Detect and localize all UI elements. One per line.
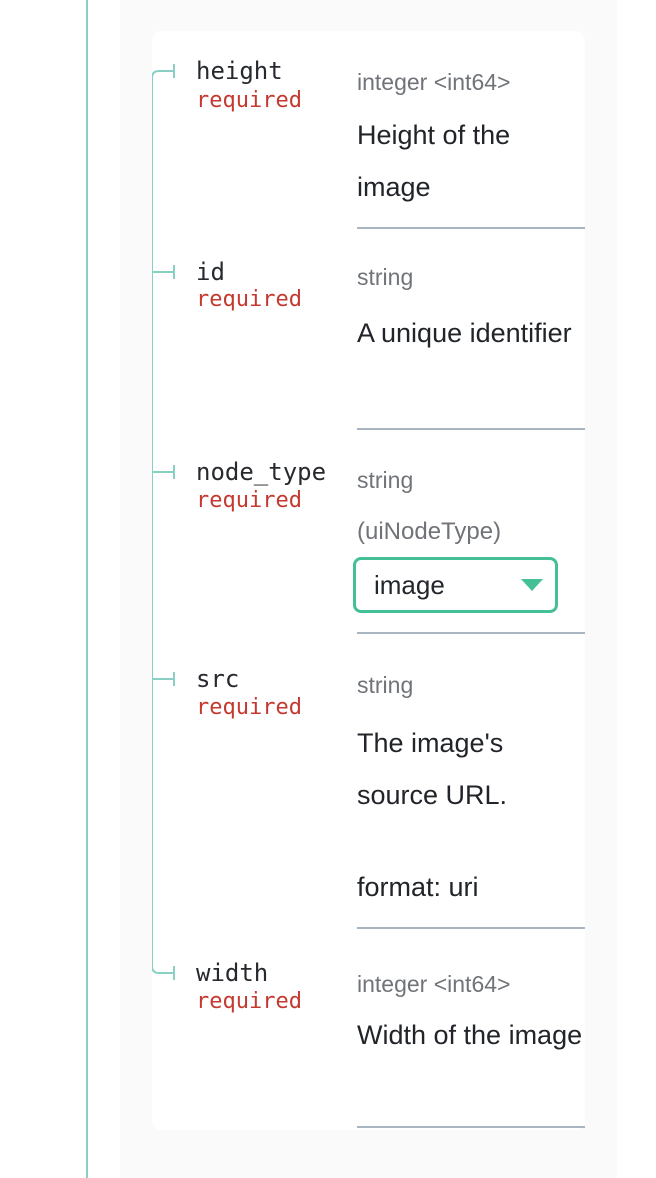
- field-description: Height of the image: [357, 120, 511, 202]
- field-name: src: [196, 665, 240, 693]
- field-name: node_type: [196, 458, 327, 486]
- field-name: width: [196, 959, 269, 987]
- enum-selected-value: image: [374, 570, 445, 600]
- field-type: string: [357, 672, 414, 698]
- field-name: height: [196, 57, 283, 85]
- enum-value-dropdown[interactable]: image: [353, 557, 558, 613]
- field-description: Width of the image: [357, 1020, 583, 1050]
- field-divider: [357, 428, 585, 430]
- field-type: integer <int64>: [357, 971, 511, 997]
- enum-type-label: (uiNodeType): [357, 518, 502, 545]
- field-type: string: [357, 467, 414, 493]
- field-type: string: [357, 264, 414, 290]
- field-description: The image's source URL.: [357, 728, 508, 810]
- field-divider: [357, 632, 585, 634]
- field-description: A unique identifier: [357, 318, 572, 348]
- field-name: id: [196, 258, 225, 286]
- field-type: integer <int64>: [357, 69, 511, 95]
- field-divider: [357, 1126, 585, 1128]
- schema-card: height required integer <int64> Height o…: [152, 31, 585, 1130]
- chevron-down-icon: [521, 579, 543, 591]
- field-required-badge: required: [196, 287, 302, 312]
- content-panel: height required integer <int64> Height o…: [120, 0, 617, 1178]
- field-divider: [357, 927, 585, 929]
- field-required-badge: required: [196, 488, 302, 513]
- field-required-badge: required: [196, 88, 302, 113]
- field-required-badge: required: [196, 695, 302, 720]
- field-divider: [357, 227, 585, 229]
- left-accent-line: [86, 0, 88, 1178]
- field-format: format: uri: [357, 872, 479, 902]
- field-required-badge: required: [196, 989, 302, 1014]
